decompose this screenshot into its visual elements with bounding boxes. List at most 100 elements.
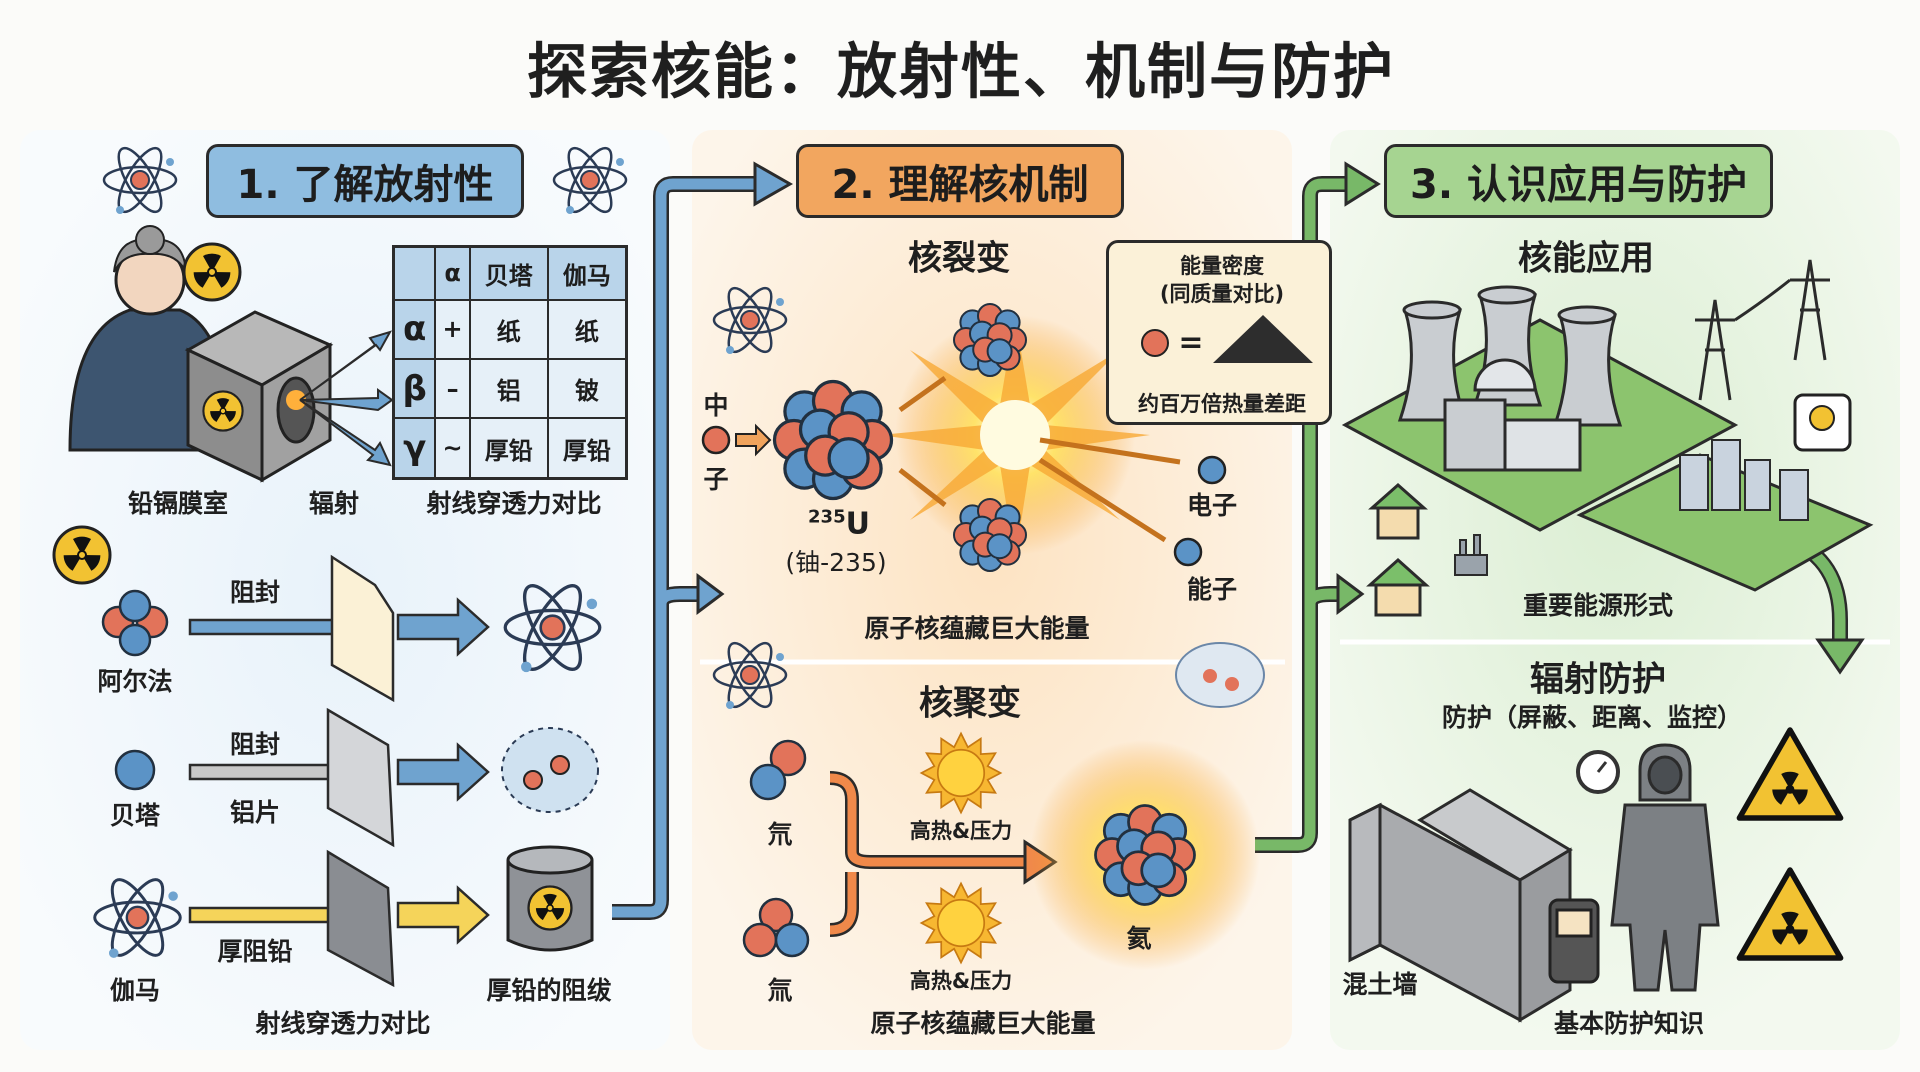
gamma-label: 伽马 xyxy=(109,976,161,1005)
neutron-label-bottom: 子 xyxy=(703,465,729,494)
section3-header: 3. 认识应用与防护 xyxy=(1384,144,1773,218)
table-cell: ~ xyxy=(434,417,471,480)
radiation-label: 辐射 xyxy=(308,489,360,518)
deuterium-icon xyxy=(749,739,807,801)
protection-caption: 基本防护知识 xyxy=(1553,1009,1705,1038)
lightbulb-icon xyxy=(1793,393,1852,452)
dosimeter-icon xyxy=(1576,750,1620,794)
plasma-cloud-icon xyxy=(1175,642,1265,708)
table-header-cell: 贝塔 xyxy=(468,245,549,301)
beta-label: 贝塔 xyxy=(109,801,161,830)
aluminum-label: 铝片 xyxy=(229,798,281,827)
beta-block-label: 阻封 xyxy=(229,730,281,759)
fission-fragment-icon xyxy=(953,498,1027,572)
table-row: β – 铝 铍 xyxy=(392,357,628,420)
hazmat-suit-figure xyxy=(1610,743,1720,992)
protection-subtitle: 防护（屏蔽、距离、监控） xyxy=(1441,703,1743,732)
gamma-block-label: 厚阻铅 xyxy=(217,937,293,966)
condition2-label: 高热&压力 xyxy=(909,969,1013,993)
isotope-symbol: U xyxy=(845,506,870,542)
power-plant-illustration xyxy=(1341,285,1739,532)
table-cell: 厚铅 xyxy=(546,417,628,480)
radiation-icon xyxy=(202,390,244,432)
condition1-label: 高热&压力 xyxy=(909,819,1013,843)
energy-box-title: 能量密度 xyxy=(1180,254,1264,278)
radiation-icon xyxy=(52,525,112,585)
factory-icon xyxy=(1454,534,1488,576)
fission-fragment-icon xyxy=(953,303,1027,377)
bottom-caption: 射线穿透力对比 xyxy=(255,1009,431,1038)
table-cell: + xyxy=(434,298,471,360)
house-icon xyxy=(1366,557,1430,617)
fission-caption: 原子核蕴藏巨大能量 xyxy=(864,614,1090,643)
coal-pile-icon xyxy=(1213,315,1313,363)
table-row: γ ~ 厚铅 厚铅 xyxy=(392,417,628,480)
geiger-counter-icon xyxy=(1548,898,1600,984)
electron-icon xyxy=(1197,455,1227,485)
equals-sign: = xyxy=(1178,325,1204,361)
section2-header: 2. 理解核机制 xyxy=(796,144,1124,218)
table-cell: α xyxy=(392,298,437,360)
lead-container-label: 厚铅的阻绂 xyxy=(486,976,612,1005)
table-cell: 纸 xyxy=(468,298,549,360)
tritium-icon xyxy=(742,897,810,958)
lead-barrier xyxy=(326,849,395,988)
page-title: 探索核能：放射性、机制与防护 xyxy=(527,37,1395,108)
table-header-row: α 贝塔 伽马 xyxy=(392,245,628,301)
isotope-name: (铀-235) xyxy=(785,548,887,577)
table-header-cell xyxy=(392,245,437,301)
energy-box-caption: 约百万倍热量差距 xyxy=(1138,392,1306,416)
isotope-label: 235U xyxy=(808,507,870,542)
table-cell: β xyxy=(392,357,437,420)
application-title: 核能应用 xyxy=(1518,238,1654,279)
table-cell: γ xyxy=(392,417,437,480)
paper-barrier xyxy=(330,554,395,703)
house-icon xyxy=(1368,482,1428,540)
ionized-atom-icon xyxy=(501,727,599,813)
radiation-icon xyxy=(527,885,573,931)
table-cell: 铍 xyxy=(546,357,628,420)
section1-header: 1. 了解放射性 xyxy=(206,144,524,218)
alpha-label: 阿尔法 xyxy=(97,667,173,696)
particle-icon xyxy=(1173,537,1203,567)
table-cell: 纸 xyxy=(546,298,628,360)
protection-title: 辐射防护 xyxy=(1530,659,1666,700)
chamber-label: 铅镉膜室 xyxy=(127,489,229,518)
helium-nucleus-icon xyxy=(1094,804,1196,906)
table-cell: 铝 xyxy=(468,357,549,420)
energy-density-box: 能量密度 (同质量对比) = 约百万倍热量差距 xyxy=(1106,240,1332,425)
deuterium-label: 氘 xyxy=(767,820,793,849)
fission-explosion xyxy=(880,315,1150,560)
fusion-caption: 原子核蕴藏巨大能量 xyxy=(870,1009,1096,1038)
alpha-particle-icon xyxy=(101,589,169,657)
fission-title: 核裂变 xyxy=(908,238,1010,279)
concrete-wall-illustration xyxy=(1348,788,1573,1023)
table-cell: – xyxy=(434,357,471,420)
energy-box-subtitle: (同质量对比) xyxy=(1159,282,1285,306)
aluminum-barrier xyxy=(326,707,395,848)
city-illustration xyxy=(1576,439,1874,592)
radiation-icon xyxy=(182,242,242,302)
beta-particle-icon xyxy=(114,749,156,791)
tritium-label: 氚 xyxy=(767,976,793,1005)
table-row: α + 纸 纸 xyxy=(392,298,628,360)
product1-label: 电子 xyxy=(1186,491,1238,520)
fusion-title: 核聚变 xyxy=(919,683,1021,724)
alpha-block-label: 阻封 xyxy=(229,578,281,607)
fuel-pellet-icon xyxy=(1141,329,1169,357)
penetration-table: α 贝塔 伽马 α + 纸 纸 β – 铝 铍 γ ~ 厚铅 厚铅 xyxy=(392,245,628,480)
uranium-nucleus-icon xyxy=(772,379,894,501)
table-caption: 射线穿透力对比 xyxy=(426,489,602,518)
table-header-cell: α xyxy=(434,245,471,301)
helium-label: 氦 xyxy=(1126,924,1152,953)
table-header-cell: 伽马 xyxy=(546,245,628,301)
product2-label: 能子 xyxy=(1186,575,1238,604)
isotope-mass: 235 xyxy=(808,506,846,528)
table-cell: 厚铅 xyxy=(468,417,549,480)
application-caption: 重要能源形式 xyxy=(1522,591,1674,620)
neutron-icon xyxy=(701,425,731,455)
power-tower-icon xyxy=(1695,259,1830,401)
neutron-label-top: 中 xyxy=(703,391,729,420)
radiation-rays xyxy=(299,330,394,467)
